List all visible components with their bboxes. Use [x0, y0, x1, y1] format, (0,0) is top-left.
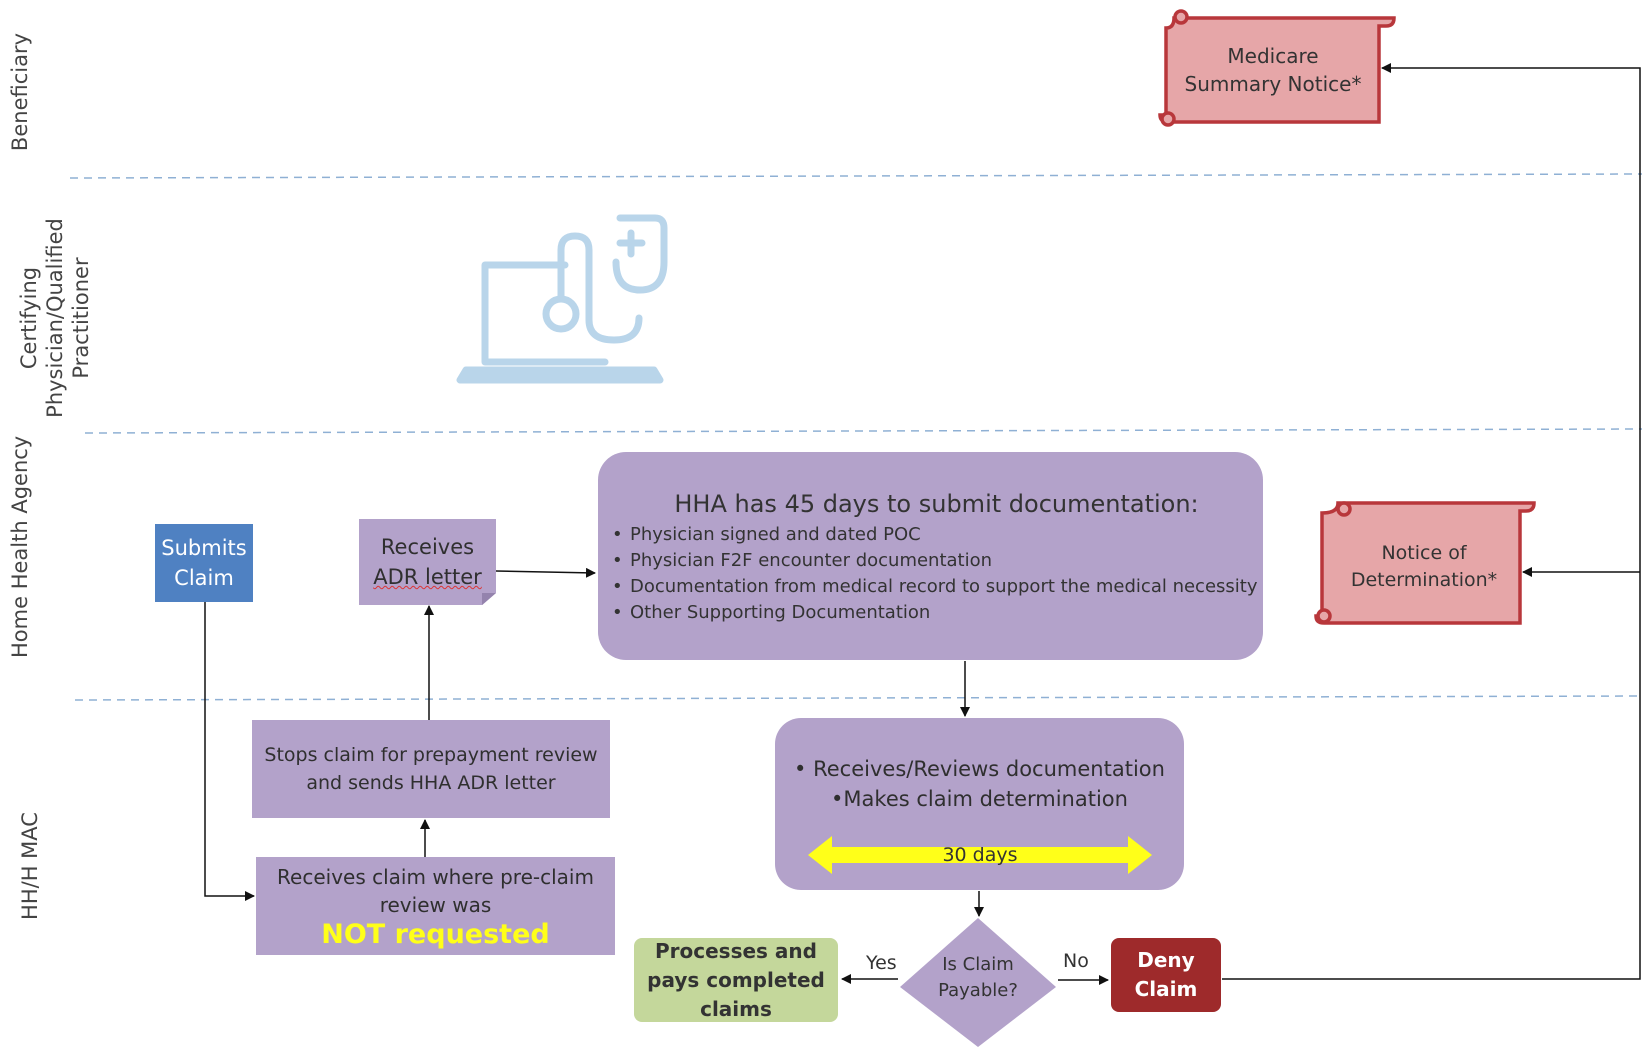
documentation-item: Physician F2F encounter documentation — [612, 548, 1258, 574]
thirty-days-double-arrow — [808, 836, 1152, 874]
documentation-list: Physician signed and dated POC Physician… — [610, 522, 1258, 626]
lane-divider-2 — [84, 428, 1643, 434]
yes-label: Yes — [866, 952, 897, 974]
submits-claim-line2: Claim — [174, 566, 234, 590]
receives-claim-line1: Receives claim where pre-claim — [277, 865, 594, 889]
physician-label-line2: Physician/Qualified — [43, 218, 67, 418]
notice-of-determination-scroll — [1314, 501, 1536, 625]
physician-label-line1: Certifying — [17, 266, 41, 370]
decision-line2: Payable? — [938, 980, 1018, 1001]
processes-line1: Processes and — [655, 938, 817, 963]
hha-45-days-box: HHA has 45 days to submit documentation:… — [598, 452, 1263, 660]
no-label: No — [1063, 950, 1089, 972]
notice-of-determination-text: Notice of Determination* — [1334, 540, 1514, 594]
not-requested-highlight: NOT requested — [321, 919, 550, 950]
adr-line1: Receives — [380, 535, 475, 559]
stops-line2: and sends HHA ADR letter — [306, 772, 556, 794]
processes-line2: pays completed — [647, 967, 825, 992]
thirty-days-label: 30 days — [942, 844, 1018, 866]
documentation-item: Other Supporting Documentation — [612, 600, 1258, 626]
msn-line1: Medicare — [1227, 44, 1319, 68]
lane-label-hha: Home Health Agency — [8, 435, 32, 658]
decision-diamond — [900, 918, 1056, 1047]
deny-line2: Claim — [1134, 977, 1198, 1001]
stops-line1: Stops claim for prepayment review — [264, 744, 598, 766]
lane-label-beneficiary: Beneficiary — [8, 32, 32, 152]
documentation-item: Documentation from medical record to sup… — [612, 574, 1257, 600]
reviews-line1: • Receives/Reviews documentation — [794, 757, 1165, 781]
msn-line2: Summary Notice* — [1184, 72, 1362, 96]
adr-line2: ADR letter — [373, 565, 482, 589]
processes-line3: claims — [700, 996, 772, 1021]
deny-claim-box: Deny Claim — [1111, 938, 1221, 1012]
medicare-summary-notice-scroll — [1158, 9, 1396, 127]
submits-claim-line1: Submits — [161, 536, 247, 560]
documentation-item: Physician signed and dated POC — [612, 522, 1258, 548]
decision-label: Is Claim Payable? — [906, 952, 1050, 1004]
processes-and-pays-box: Processes and pays completed claims — [634, 938, 838, 1022]
hha-45-days-title: HHA has 45 days to submit documentation: — [674, 490, 1199, 518]
arrow-deny-to-notices — [1222, 63, 1641, 980]
physician-label-line3: Practitioner — [69, 257, 93, 379]
lane-label-mac: HH/H MAC — [18, 812, 42, 920]
reviews-line2: •Makes claim determination — [831, 787, 1128, 811]
lane-divider-1 — [69, 173, 1643, 179]
receives-claim-line2: review was — [379, 893, 492, 917]
arrow-adr-to-hha45 — [495, 567, 596, 578]
arrow-submits-to-mac — [204, 602, 255, 901]
lane-divider-3 — [74, 695, 1643, 701]
connectors — [204, 63, 1641, 985]
stops-claim-box: Stops claim for prepayment review and se… — [252, 720, 610, 818]
nod-line2: Determination* — [1350, 569, 1498, 591]
lane-dividers — [69, 173, 1643, 701]
lane-label-physician: Certifying Physician/Qualified Practitio… — [16, 208, 94, 428]
laptop-stethoscope-icon — [456, 214, 668, 384]
submits-claim-box: Submits Claim — [155, 524, 253, 602]
decision-line1: Is Claim — [942, 954, 1014, 975]
receives-adr-letter-box: Receives ADR letter — [359, 519, 496, 605]
medicare-summary-notice-text: Medicare Summary Notice* — [1178, 42, 1368, 98]
deny-line1: Deny — [1137, 948, 1195, 972]
nod-line1: Notice of — [1381, 542, 1467, 564]
receives-claim-box: Receives claim where pre-claim review wa… — [256, 857, 615, 955]
